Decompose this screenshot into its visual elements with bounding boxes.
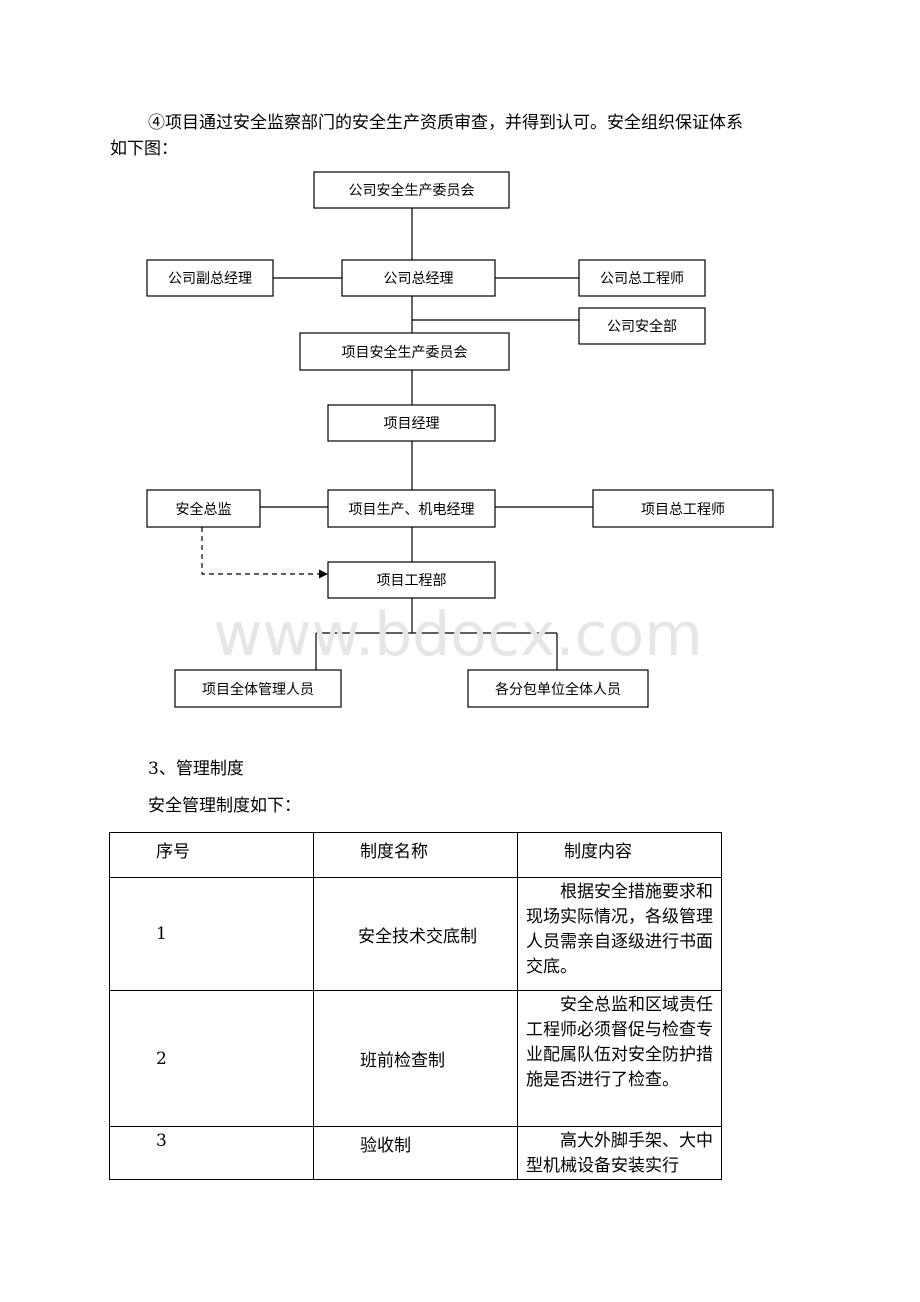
row-name: 验收制 bbox=[313, 1126, 518, 1180]
box-label: 公司副总经理 bbox=[168, 271, 252, 287]
row-content: 根据安全措施要求和现场实际情况，各级管理人员需亲自逐级进行书面交底。 bbox=[517, 877, 722, 991]
section-heading: 3、管理制度 bbox=[148, 759, 244, 779]
box-label: 公司安全生产委员会 bbox=[349, 182, 475, 199]
row-no-value: 1 bbox=[156, 924, 167, 944]
dashed-supervision-line bbox=[201, 527, 320, 575]
box-label: 公司安全部 bbox=[607, 318, 677, 335]
section-intro: 安全管理制度如下： bbox=[148, 796, 301, 816]
row-name: 班前检查制 bbox=[313, 990, 518, 1127]
table-header-row: 序号 制度名称 制度内容 bbox=[109, 832, 722, 878]
row-no-value: 2 bbox=[156, 1048, 167, 1069]
box-label: 项目安全生产委员会 bbox=[342, 344, 468, 361]
table-row: 2 班前检查制 安全总监和区域责任工程师必须督促与检查专业配属队伍对安全防护措施… bbox=[109, 990, 722, 1127]
box-production-manager: 项目生产、机电经理 bbox=[327, 489, 496, 528]
row-content: 安全总监和区域责任工程师必须督促与检查专业配属队伍对安全防护措施是否进行了检查。 bbox=[517, 990, 722, 1127]
box-chief-engineer: 公司总工程师 bbox=[578, 259, 706, 297]
header-name: 制度名称 bbox=[313, 832, 518, 878]
row-no: 3 bbox=[109, 1126, 314, 1180]
intro-line-2: 如下图： bbox=[110, 139, 178, 159]
header-no: 序号 bbox=[109, 832, 314, 878]
row-content: 高大外脚手架、大中型机械设备安装实行 bbox=[517, 1126, 722, 1180]
box-all-subcontractors: 各分包单位全体人员 bbox=[467, 669, 649, 708]
box-project-chief-engineer: 项目总工程师 bbox=[592, 489, 774, 528]
header-name-label: 制度名称 bbox=[360, 842, 428, 862]
arrow-head-icon bbox=[319, 569, 328, 579]
row-no: 2 bbox=[109, 990, 314, 1127]
box-label: 项目总工程师 bbox=[641, 502, 725, 518]
row-name-value: 安全技术交底制 bbox=[358, 926, 477, 947]
box-all-managers: 项目全体管理人员 bbox=[174, 669, 342, 708]
row-content-value: 根据安全措施要求和现场实际情况，各级管理人员需亲自逐级进行书面交底。 bbox=[526, 882, 713, 977]
box-project-manager: 项目经理 bbox=[327, 404, 496, 442]
table-row: 1 安全技术交底制 根据安全措施要求和现场实际情况，各级管理人员需亲自逐级进行书… bbox=[109, 877, 722, 991]
box-engineering-dept: 项目工程部 bbox=[327, 561, 496, 599]
box-label: 项目生产、机电经理 bbox=[349, 502, 475, 518]
intro-line-1: ④项目通过安全监察部门的安全生产资质审查，并得到认可。安全组织保证体系 bbox=[148, 113, 743, 133]
row-name-value: 验收制 bbox=[360, 1136, 411, 1156]
box-deputy-gm: 公司副总经理 bbox=[146, 259, 274, 297]
box-gm: 公司总经理 bbox=[341, 259, 496, 297]
box-label: 各分包单位全体人员 bbox=[495, 681, 621, 698]
row-content-value: 高大外脚手架、大中型机械设备安装实行 bbox=[526, 1131, 713, 1176]
box-label: 公司总经理 bbox=[384, 271, 454, 287]
header-content: 制度内容 bbox=[517, 832, 722, 878]
row-content-value: 安全总监和区域责任工程师必须督促与检查专业配属队伍对安全防护措施是否进行了检查。 bbox=[526, 995, 713, 1090]
row-no-value: 3 bbox=[156, 1131, 167, 1151]
box-safety-director: 安全总监 bbox=[146, 489, 261, 528]
chart-connectors bbox=[201, 208, 593, 670]
safety-organization-chart: www.bdocx.com 公司安全生产委员会 公司副总经理 公司总经理 公司总… bbox=[146, 171, 774, 708]
watermark: www.bdocx.com bbox=[213, 600, 702, 670]
safety-rules-table: 序号 制度名称 制度内容 1 安全技术交底制 根据安全措施要求和现场实际情况，各… bbox=[109, 832, 722, 1180]
row-no: 1 bbox=[109, 877, 314, 991]
box-label: 安全总监 bbox=[176, 501, 232, 518]
box-label: 项目全体管理人员 bbox=[202, 681, 314, 698]
row-name: 安全技术交底制 bbox=[313, 877, 518, 991]
box-safety-dept: 公司安全部 bbox=[578, 307, 706, 345]
box-project-committee: 项目安全生产委员会 bbox=[299, 332, 510, 371]
table-row: 3 验收制 高大外脚手架、大中型机械设备安装实行 bbox=[109, 1126, 722, 1180]
header-content-label: 制度内容 bbox=[564, 842, 632, 862]
box-label: 公司总工程师 bbox=[600, 271, 684, 287]
box-label: 项目工程部 bbox=[377, 573, 447, 589]
box-company-committee: 公司安全生产委员会 bbox=[313, 171, 510, 209]
row-name-value: 班前检查制 bbox=[360, 1051, 445, 1071]
header-no-label: 序号 bbox=[156, 842, 190, 862]
box-label: 项目经理 bbox=[384, 416, 440, 432]
